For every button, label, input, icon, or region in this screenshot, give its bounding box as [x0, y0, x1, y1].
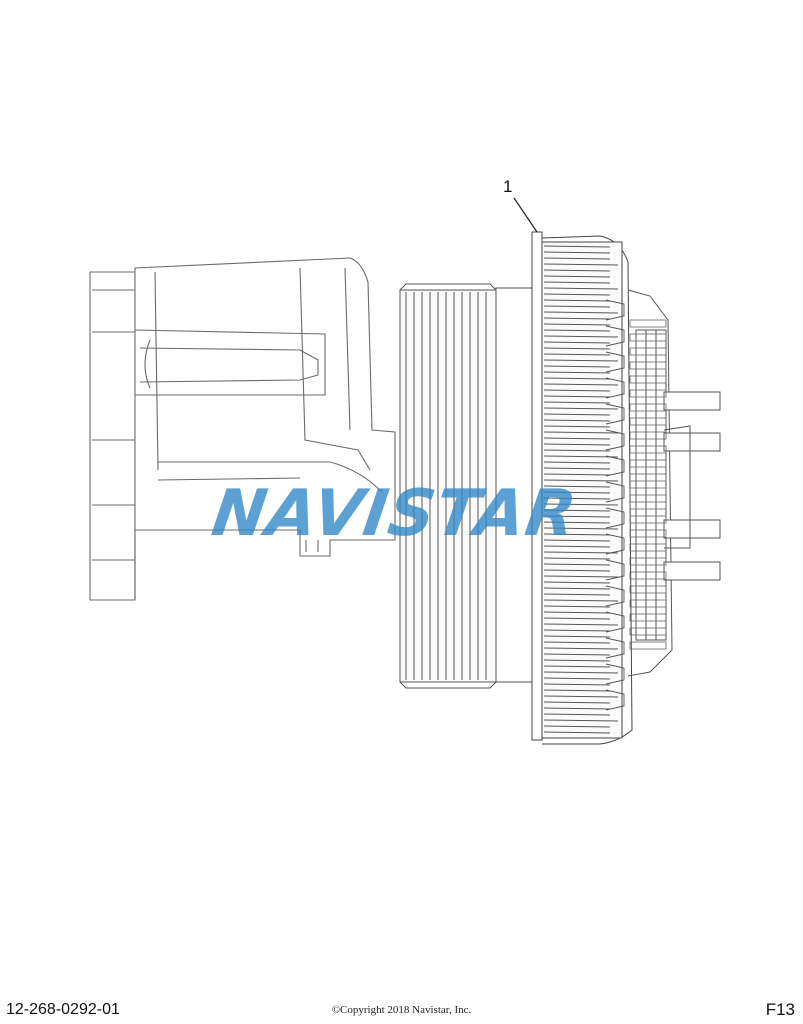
callout-1: 1: [503, 177, 538, 233]
callout-leader-line: [513, 197, 538, 233]
part-code: 12-268-0292-01: [6, 1001, 120, 1018]
callout-number: 1: [503, 177, 512, 196]
hub-ribs: [629, 319, 667, 650]
clutch-hub: [627, 289, 721, 677]
mounting-bracket: [89, 257, 396, 601]
cooling-fins: [543, 245, 625, 734]
copyright-notice: ©Copyright 2018 Navistar, Inc.: [331, 1004, 472, 1016]
figure-id: F13: [765, 1000, 795, 1019]
navistar-watermark-logo: NAVISTAR: [207, 476, 581, 551]
